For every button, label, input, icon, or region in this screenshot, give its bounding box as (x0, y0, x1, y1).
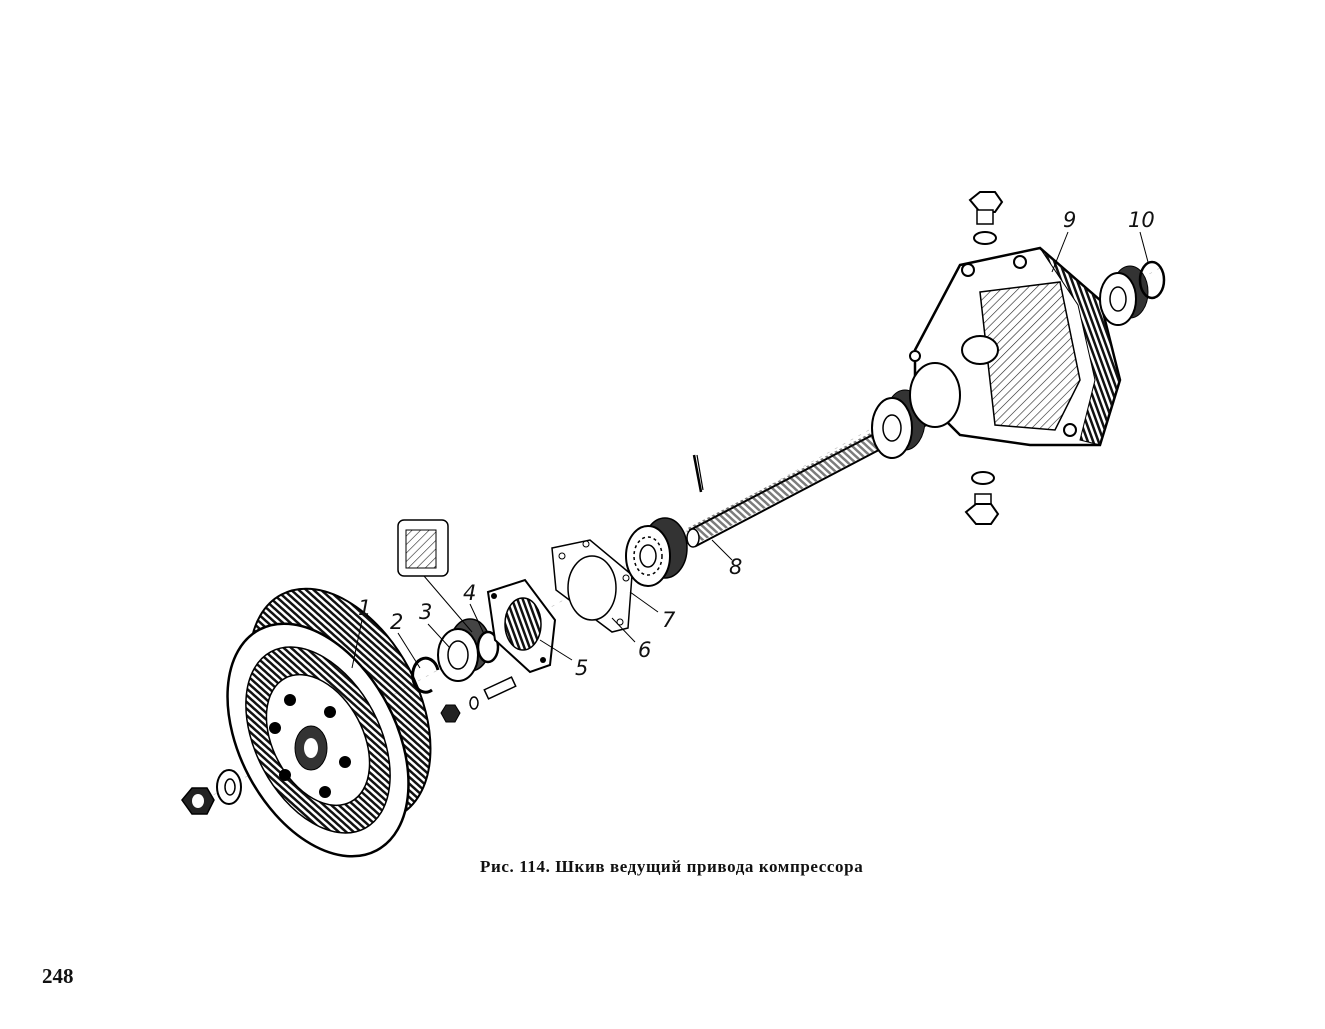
washer (216, 769, 242, 805)
part-label-8: 8 (729, 555, 743, 579)
drain-plug-bottom (964, 471, 1000, 525)
castle-nut (181, 787, 215, 815)
part-label-9: 9 (1063, 208, 1077, 232)
gasket (551, 539, 633, 633)
pulley (226, 587, 432, 858)
bearing-cover-flange (486, 578, 557, 674)
part-label-1: 1 (358, 596, 372, 620)
figure-caption: Рис. 114. Шкив ведущий привода компрессо… (480, 857, 864, 876)
cotter-pin (692, 454, 704, 493)
page-number: 248 (42, 964, 74, 988)
oil-seal (476, 630, 500, 664)
part-label-2: 2 (390, 610, 404, 634)
part-label-10: 10 (1128, 208, 1155, 232)
snap-ring (411, 656, 440, 694)
part-label-4: 4 (463, 581, 477, 605)
ball-bearing (625, 517, 688, 587)
seal-detail-inset (397, 519, 473, 633)
fastener-set (440, 676, 517, 723)
drain-plug-top (968, 191, 1004, 245)
compressor-drive-housing (909, 246, 1122, 447)
leader-lines (351, 231, 1149, 669)
part-label-3: 3 (419, 600, 433, 624)
part-label-6: 6 (638, 638, 652, 662)
retaining-ring (1138, 260, 1166, 300)
part-label-7: 7 (662, 608, 676, 632)
part-label-5: 5 (575, 656, 589, 680)
